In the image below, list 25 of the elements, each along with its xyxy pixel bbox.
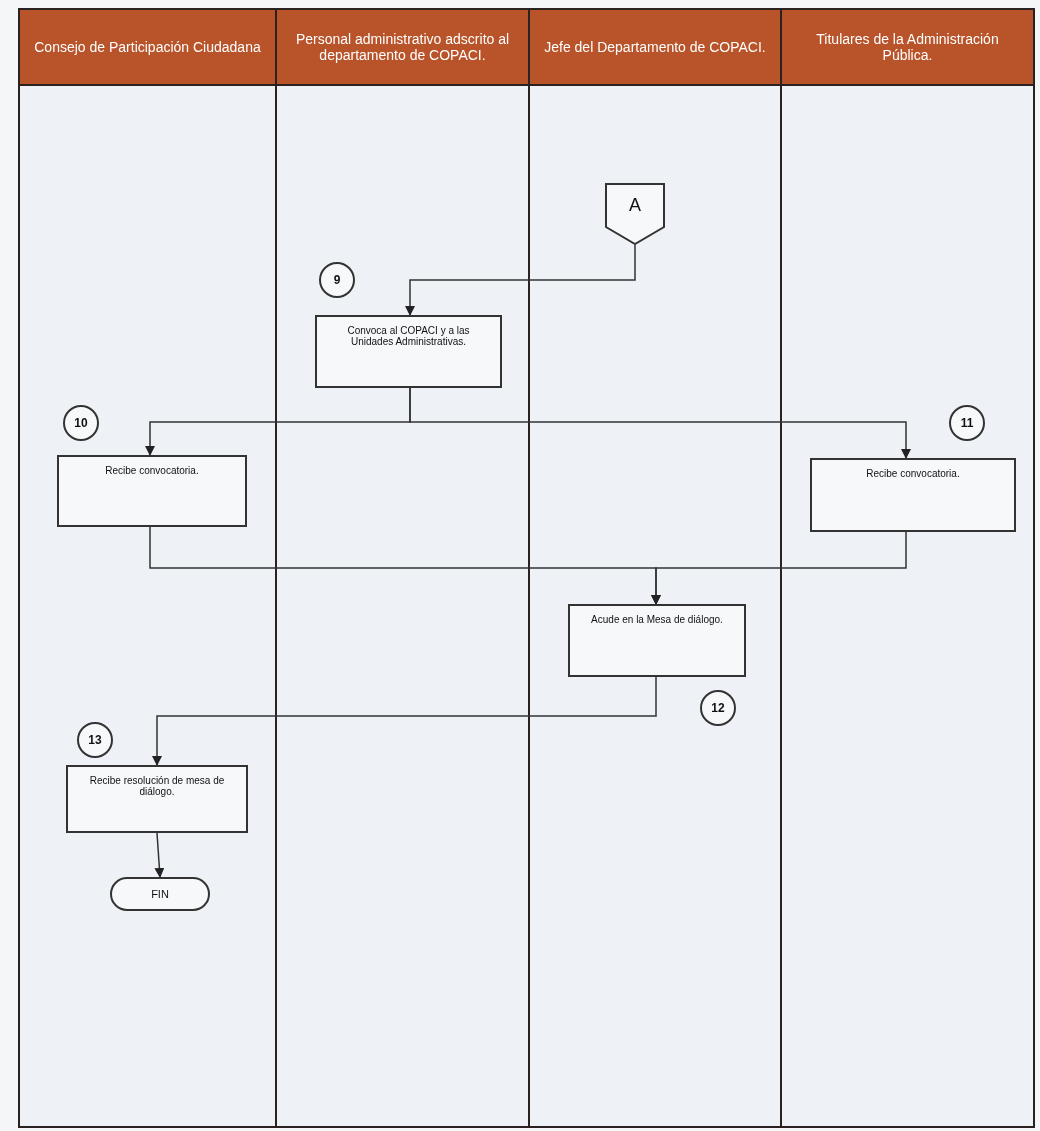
arrow [409,387,911,459]
lane-header: Personal administrativo adscrito al departamento de COPACI. [277,10,528,86]
step-number-circle: 13 [77,722,113,758]
arrow [154,832,165,878]
swimlane [18,8,277,1128]
lane-header: Jefe del Departamento de COPACI. [530,10,780,86]
swimlane [275,8,530,1128]
offpage-connector: A [605,183,665,245]
swimlane [780,8,1035,1128]
process-box: Recibe convocatoria. [57,455,247,527]
arrow [152,676,657,766]
process-box: Acude en la Mesa de diálogo. [568,604,746,677]
step-number-circle: 10 [63,405,99,441]
arrow [651,531,907,605]
lane-header: Consejo de Participación Ciudadana [20,10,275,86]
arrow [405,244,636,316]
step-number-circle: 12 [700,690,736,726]
terminator: FIN [110,877,210,911]
swimlane [528,8,782,1128]
process-box: Convoca al COPACI y a las Unidades Administrativas. [315,315,502,388]
process-box: Recibe resolución de mesa de diálogo. [66,765,248,833]
lane-header: Titulares de la Administración Pública. [782,10,1033,86]
step-number-circle: 11 [949,405,985,441]
process-box: Recibe convocatoria. [810,458,1016,532]
step-number-circle: 9 [319,262,355,298]
